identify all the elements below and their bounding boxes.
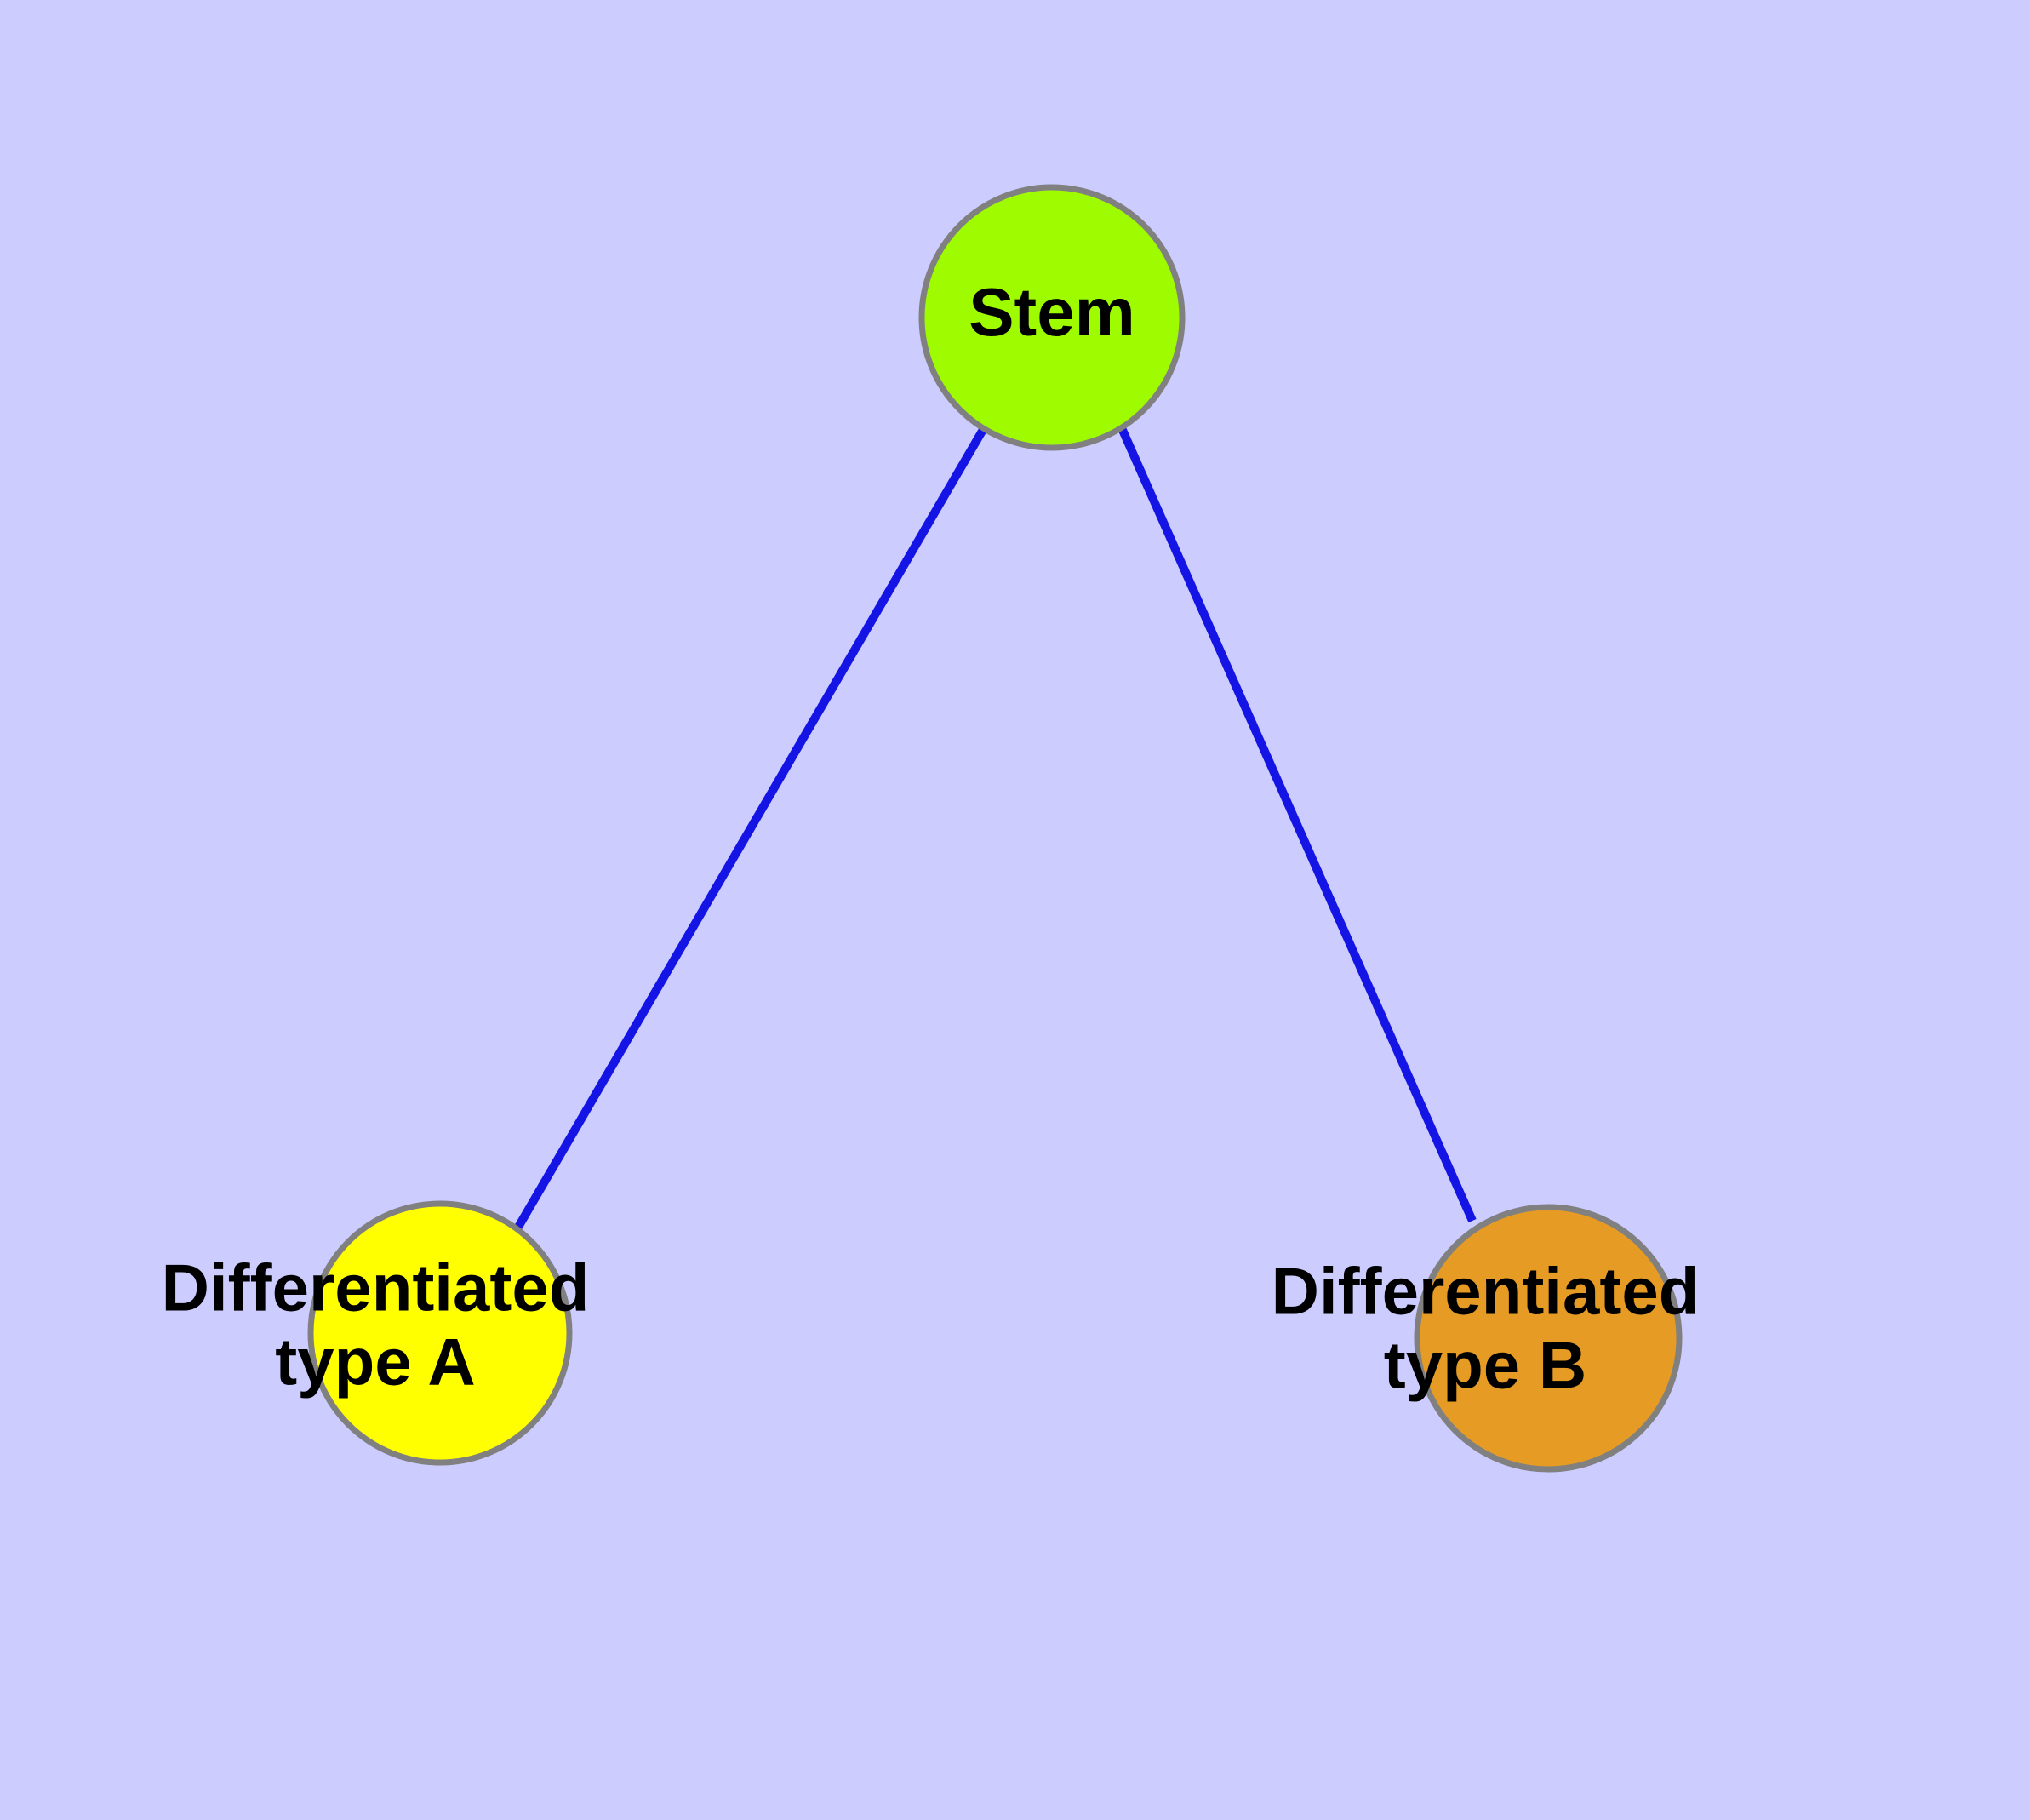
node-label-stem: Stem (969, 274, 1135, 350)
node-label-line: Differentiated (1272, 1253, 1700, 1328)
node-label-line: Stem (969, 274, 1135, 350)
node-circle-diff-b[interactable] (1414, 1204, 1683, 1473)
graph-node-stem[interactable] (918, 184, 1186, 451)
graph-node-diff-b[interactable] (1414, 1204, 1683, 1473)
node-circle-diff-a[interactable] (307, 1200, 573, 1466)
graph-edge-stem-to-diff-a[interactable] (513, 426, 988, 1231)
node-circle-stem[interactable] (918, 184, 1186, 451)
node-label-line: type B (1384, 1327, 1586, 1402)
graph-node-diff-a[interactable] (307, 1200, 573, 1466)
graph-edge-stem-to-diff-b[interactable] (1117, 426, 1477, 1223)
edges-group (513, 426, 1477, 1231)
node-label-line: type A (275, 1324, 476, 1399)
node-label-line: Differentiated (162, 1250, 590, 1325)
